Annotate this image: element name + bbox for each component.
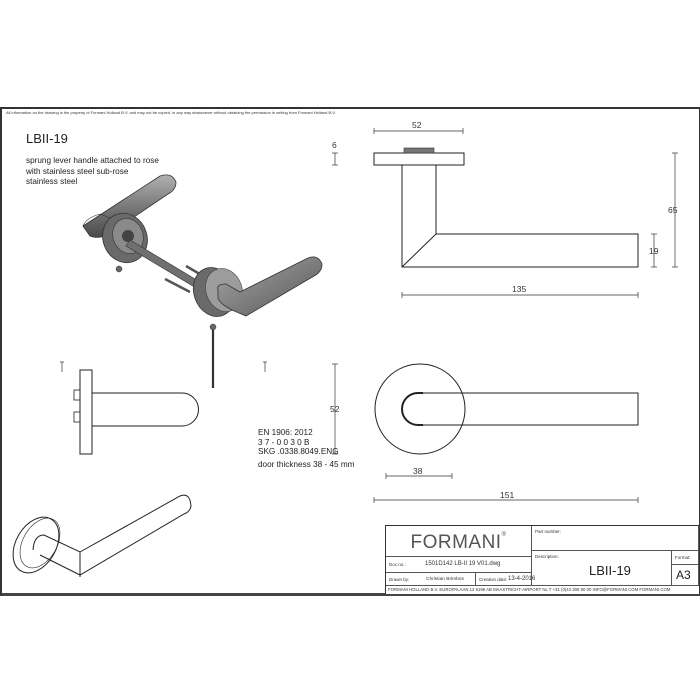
side-view-small — [73, 369, 199, 455]
company-footer: FORMANI HOLLAND B.V. EUROPALAAN 12 6199 … — [386, 586, 699, 594]
creation-date-value: 13-4-2016 — [508, 576, 536, 582]
isometric-exploded-view — [82, 174, 323, 388]
description-line: stainless steel — [26, 177, 78, 186]
side-elevation — [373, 147, 639, 268]
doc-no-value: 1501D142 LB-II 19 V01.dwg — [425, 561, 501, 567]
isometric-line-view — [12, 494, 192, 577]
doc-no-cell: Doc.no.: 1501D142 LB-II 19 V01.dwg — [386, 557, 532, 573]
product-title: LBII-19 — [26, 131, 68, 146]
top-view — [374, 363, 639, 455]
specifications: EN 1906: 2012 3 7 - 0 0 3 0 B SKG .0338.… — [258, 428, 354, 469]
dim-rose-thickness: 6 — [332, 140, 337, 150]
spec-door-thickness: door thickness 38 - 45 mm — [258, 459, 355, 469]
dim-height: 65 — [668, 205, 678, 215]
spec-standard: EN 1906: 2012 — [258, 428, 313, 437]
title-block: FORMANI® Doc.no.: 1501D142 LB-II 19 V01.… — [385, 525, 699, 594]
description-label: Description: — [535, 554, 559, 559]
drawn-by-value: Christian Brimbos — [426, 577, 464, 582]
dim-rose-width: 52 — [412, 120, 422, 130]
description-line: with stainless steel sub-rose — [26, 166, 129, 176]
part-number-cell: Part number: — [532, 526, 699, 551]
product-description: sprung lever handle attached to rose wit… — [26, 156, 159, 188]
description-line: sprung lever handle attached to rose — [26, 156, 159, 165]
drawn-by-label: Drawn by: — [389, 577, 410, 582]
spec-code: 3 7 - 0 0 3 0 B — [258, 437, 310, 447]
description-cell: Description: LBII-19 — [532, 551, 672, 586]
format-value: A3 — [676, 568, 691, 582]
brand-logo: FORMANI® — [410, 532, 507, 553]
description-value: LBII-19 — [589, 563, 631, 578]
spec-skg: SKG .0338.8049.ENG — [258, 447, 339, 457]
creation-date-label: Creation date: — [479, 577, 508, 582]
part-number-label: Part number: — [535, 529, 562, 534]
dim-rose-offset: 38 — [413, 466, 423, 476]
copyright-notice: All information on the drawing is the pr… — [6, 110, 336, 115]
dim-rose-diameter: 52 — [330, 404, 340, 414]
format-value-cell: A3 — [672, 565, 699, 586]
brand-cell: FORMANI® — [386, 526, 532, 557]
dim-total-length: 151 — [500, 490, 515, 500]
dimension-lines — [60, 128, 678, 503]
dim-lever-length: 135 — [512, 284, 527, 294]
drawn-by-cell: Drawn by: Christian Brimbos — [386, 573, 476, 586]
creation-date-cell: Creation date: 13-4-2016 — [476, 573, 536, 586]
format-label: Format: — [675, 555, 691, 560]
dim-lever-thickness: 19 — [649, 246, 659, 256]
doc-no-label: Doc.no.: — [389, 562, 406, 567]
format-label-cell: Format: — [672, 551, 699, 565]
